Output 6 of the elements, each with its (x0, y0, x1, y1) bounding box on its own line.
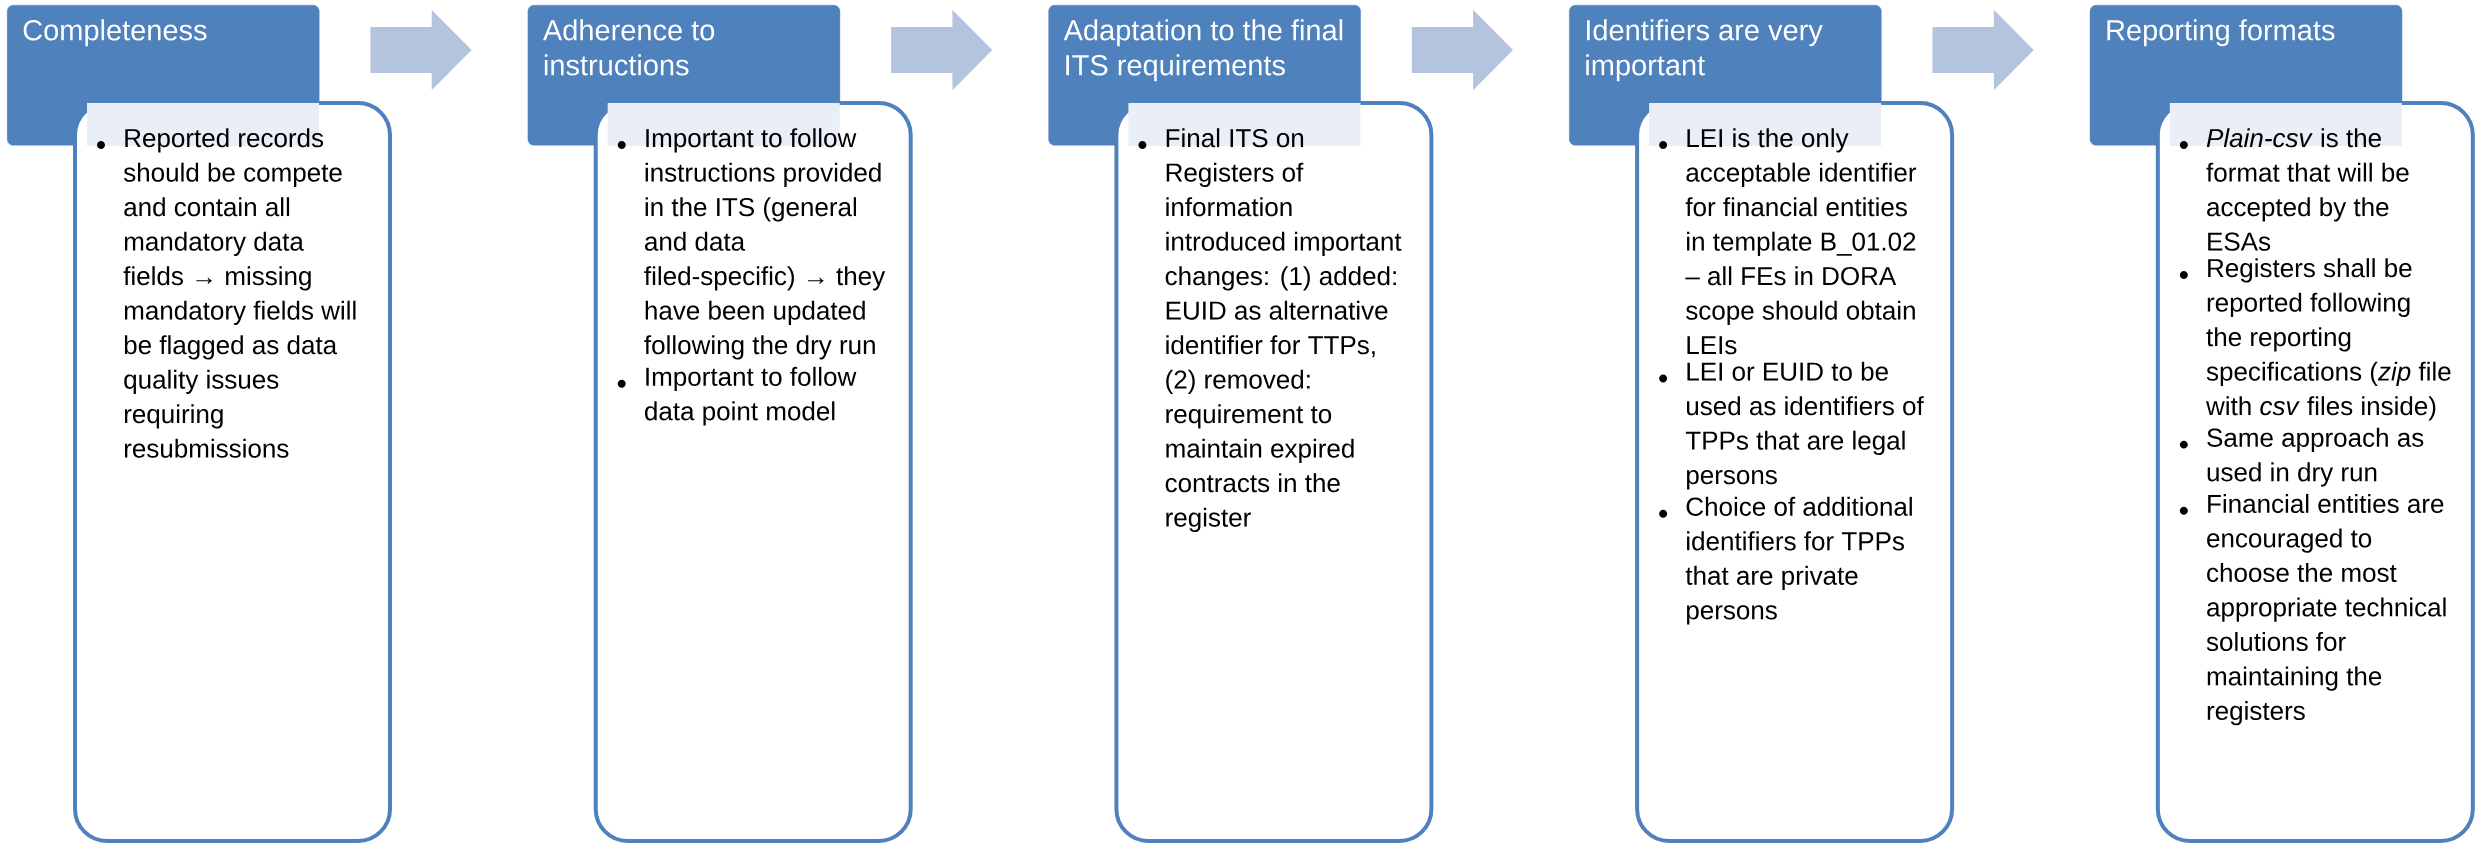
bullet-text: Registers shall be reported following the reporting specifications (zip file with csv files inside) (2206, 258, 2451, 421)
bullet-text: Same approach as used in dry run (2207, 427, 2424, 487)
bullet-text: Important to follow data point model (645, 366, 857, 426)
bullet-text: LEI or EUID to be used as identifiers of TPPs that are legal persons (1685, 361, 1924, 490)
bullet-text: Choice of additional identifiers for TPPs that are private persons (1685, 496, 1912, 625)
bullet-text: Financial entities are encouraged to choose the most appropriate technical solutions for maintaining the registers (2206, 493, 2446, 726)
